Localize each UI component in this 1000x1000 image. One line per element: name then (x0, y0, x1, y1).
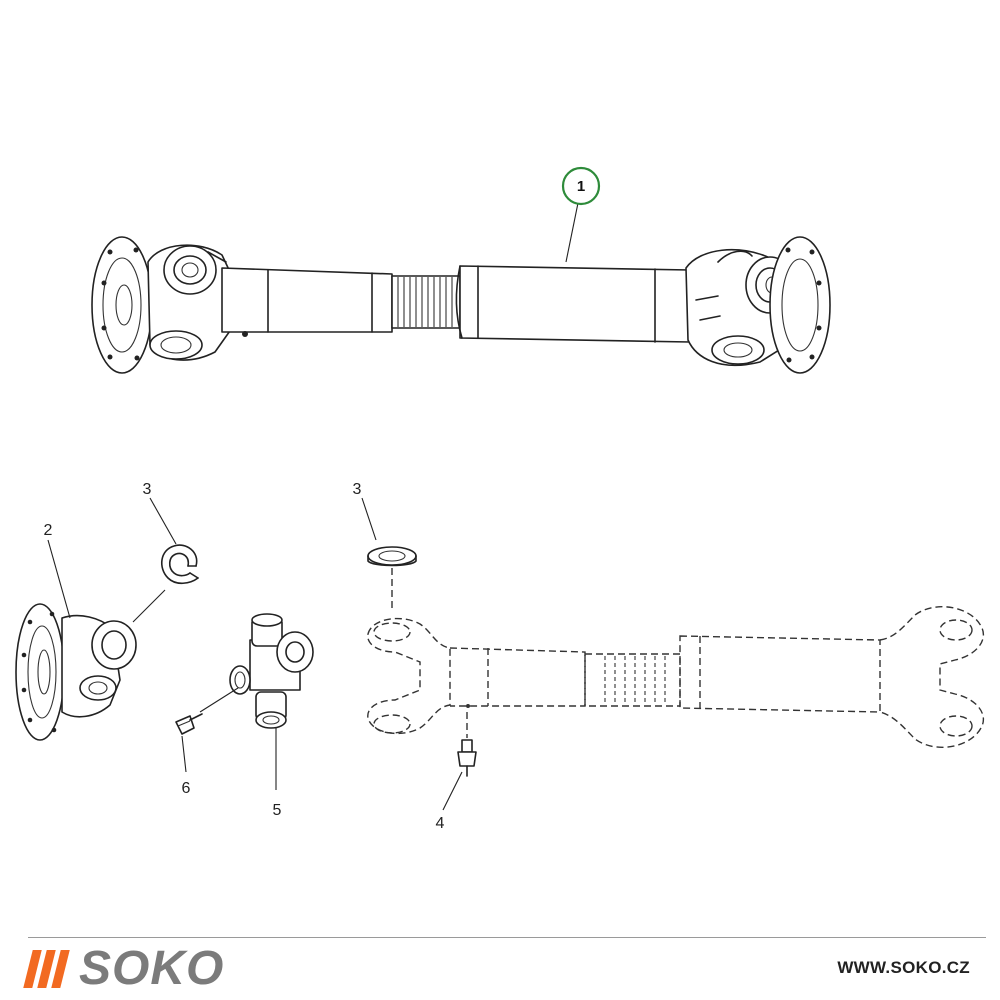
brand-stripes-icon (23, 950, 70, 988)
propeller-shaft-assembly (91, 236, 831, 374)
callout-6-label: 6 (182, 780, 191, 797)
callout-3-label-2: 3 (353, 481, 362, 498)
grease-nipple-part (175, 713, 203, 735)
footer-divider (28, 937, 986, 938)
shaft-reference-outline (367, 606, 985, 748)
leader-lines (47, 202, 579, 811)
flange-yoke-part (15, 603, 137, 741)
callout-5-label: 5 (273, 802, 282, 819)
callout-highlight-circle (561, 166, 601, 206)
grease-nipple-part-2 (457, 739, 477, 777)
brand-name: SOKO (79, 942, 225, 995)
universal-joint-cross-part (229, 613, 314, 729)
callout-3-label: 3 (143, 481, 152, 498)
snap-ring-part-2 (367, 546, 417, 567)
callout-1-marker: 1 (561, 166, 601, 206)
exploded-parts-diagram: 1 2 3 3 4 5 6 (15, 166, 985, 832)
snap-ring-part (161, 544, 199, 585)
diagram-canvas: 1 2 3 3 4 5 6 (15, 166, 985, 832)
callout-2-label: 2 (44, 522, 53, 539)
callout-1-label: 1 (577, 178, 585, 195)
callout-4-label: 4 (436, 815, 445, 832)
website-url: WWW.SOKO.CZ (837, 958, 970, 977)
brand-logo: SOKO (23, 942, 225, 995)
